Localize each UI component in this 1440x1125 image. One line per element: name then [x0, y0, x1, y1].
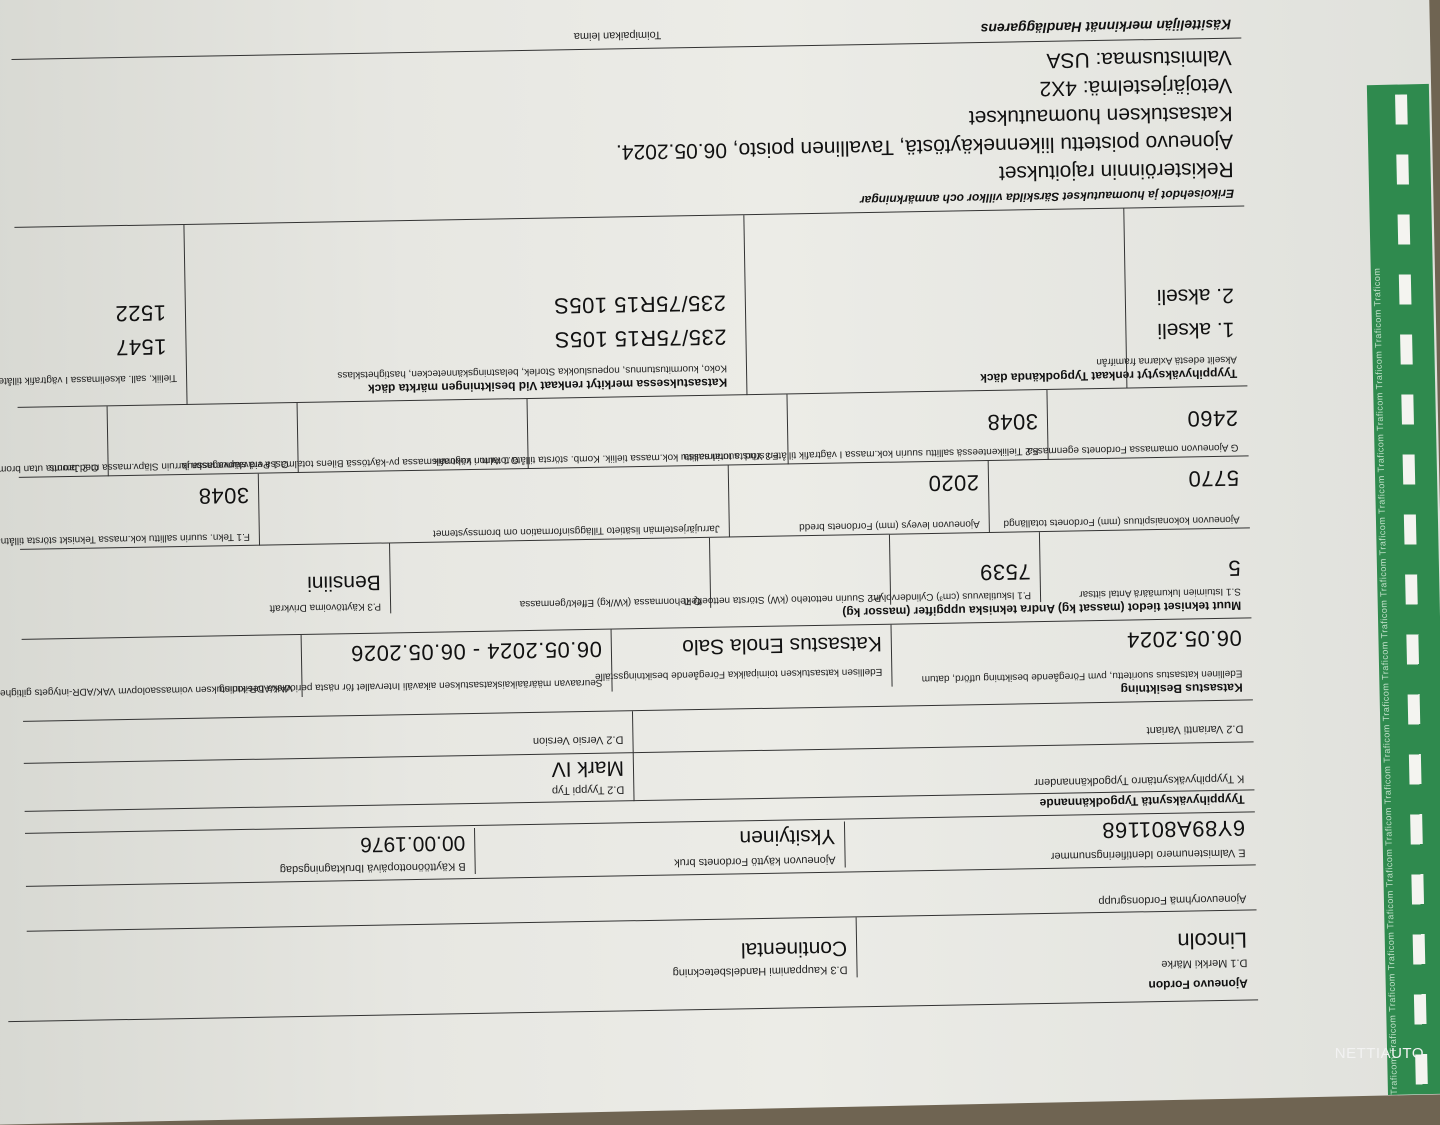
divider: [526, 398, 529, 469]
section-tyres: Tyyppihyväksytyt renkaat Typgodkända däc…: [980, 366, 1238, 386]
divider: [855, 917, 858, 978]
make-label: D.1 Merkki Märke: [1161, 956, 1248, 971]
divider: [183, 224, 188, 405]
length-label: Ajoneuvon kokonaispituus (mm) Fordonets …: [1003, 513, 1240, 529]
watermark-netti: NETTI: [1334, 1045, 1381, 1062]
section-inspection: Katsastus Besiktning: [1120, 680, 1243, 697]
type-value: Mark IV: [551, 756, 625, 781]
tyre2-value: 235/75R15 105S: [553, 290, 727, 319]
use-label: Ajoneuvon käyttö Fordonets bruk: [674, 853, 836, 869]
divider: [26, 909, 1257, 932]
divider: [890, 624, 893, 687]
place-value: Katsastus Enola Salo: [682, 631, 883, 659]
firstreg-value: 00.00.1976: [359, 831, 466, 856]
type-label: D.2 Tyyppi Typ: [551, 783, 625, 797]
place-label: Edellisen katsastuksen toimipaikka Föreg…: [594, 665, 883, 682]
nettiauto-watermark: NETTIAUTO: [1335, 1045, 1424, 1062]
divider: [23, 699, 1253, 722]
divider: [888, 534, 892, 605]
cyl-label: P.1 Iskutilavuus (cm³) Cylindervolym: [870, 589, 1032, 604]
load-label: Tieliik. sall. akselimassa I vägtrafik t…: [0, 372, 178, 387]
divider: [1046, 389, 1049, 460]
make-value: Lincoln: [1177, 927, 1248, 954]
divider: [257, 473, 261, 546]
section-vehicle: Ajoneuvo Fordon: [1148, 976, 1248, 993]
width-label: Ajoneuvon leveys (mm) Fordonets bredd: [799, 518, 980, 533]
divider: [631, 711, 635, 802]
watermark-auto: AUTO: [1380, 1045, 1424, 1062]
own-value: 2460: [1186, 405, 1239, 432]
divider: [296, 403, 299, 474]
seats-value: 5: [1227, 555, 1241, 581]
divider: [389, 543, 392, 614]
divider: [987, 460, 990, 533]
divider: [300, 634, 303, 697]
divider: [106, 406, 109, 477]
divider: [743, 215, 748, 396]
trade-label: D.3 Kauppanimi Handelsbeteckning: [672, 963, 848, 979]
unbraked-label: O.2 Jarruttа utan broms: [0, 461, 99, 475]
variant-label: D.2 Variantti Variant: [1146, 722, 1244, 737]
divider: [473, 827, 476, 874]
stamp-label: Toimipaikan leima: [573, 28, 662, 43]
divider: [14, 205, 1245, 228]
notes-line3: Katsastuksen huomautukset: [968, 101, 1233, 130]
group-label: Ajoneuvoryhmä Fordonsgrupp: [1098, 892, 1247, 908]
notes-line4: Vetojärjestelmä: 4X2: [1039, 73, 1233, 101]
divider: [708, 537, 712, 608]
section-type: Tyyppihyväksyntä Typgodkännande: [1039, 792, 1245, 811]
divider: [843, 821, 846, 868]
next-inspection-value: 06.05.2024 - 06.05.2026: [350, 636, 603, 667]
divider: [1038, 532, 1042, 603]
approval-label: K Tyyppihyväksyntänro Typgodkännandenr: [1034, 772, 1245, 789]
trade-value: Continental: [740, 936, 848, 962]
firstreg-label: B Käyttöönottopäivä Ibruktagningsdag: [279, 860, 466, 876]
divider: [8, 999, 1259, 1023]
cyl-value: 7539: [979, 559, 1031, 586]
fuel-label: P.3 Käyttövoima Drivkraft: [269, 600, 382, 614]
section-notes: Erikoisehdot ja huomautukset Särskilda v…: [859, 186, 1235, 208]
axle1-label: 1. akseli: [1157, 317, 1235, 342]
axle2-label: 2. akseli: [1156, 283, 1235, 308]
vin-label: E Valmistenumero Identifieringsnummer: [1050, 846, 1246, 862]
pw-label: Q Tehonmassa (kW/kg) Effekt/genmassa: [519, 594, 702, 610]
brake-label: Jarrujärjestelmän lisätieto Tilläggsinfo…: [432, 522, 720, 539]
load2-value: 1522: [114, 300, 167, 327]
vak-label: VAK/ADR-todistuksen voimassaolopvm VAK/A…: [0, 682, 293, 699]
load1-value: 1547: [115, 334, 167, 361]
document-body: Ajoneuvo Fordon D.1 Merkki Märke Lincoln…: [0, 16, 1259, 1023]
divider: [23, 741, 1254, 764]
power-label: P.2 Suurin nettoteho (kW) Största nettoe…: [683, 591, 882, 607]
fuel-value: Bensiini: [306, 570, 381, 595]
techmax-value: 3048: [197, 482, 250, 509]
tyre1-value: 235/75R15 105S: [554, 324, 727, 353]
regmax-value: 3048: [986, 409, 1039, 435]
divider: [21, 617, 1252, 640]
divider: [727, 465, 730, 538]
handler-label: Käsittelijän merkinnät Handläggarens: [980, 16, 1232, 38]
last-inspection-value: 06.05.2024: [1126, 625, 1243, 653]
divider: [25, 864, 1256, 887]
divider: [25, 811, 1255, 834]
notes-line5: Valmistusmaa: USA: [1046, 45, 1232, 72]
version-label: D.2 Versio Version: [532, 733, 624, 747]
seats-label: S.1 Istuimien lukumäärä Antal sittsar: [1079, 585, 1242, 600]
notes-line1: Rekisteröinnin rajoitukset: [998, 157, 1234, 185]
divider: [786, 394, 789, 465]
width-value: 2020: [927, 470, 980, 497]
own-label: G Ajoneuvon omamassa Fordonets egenmassa: [1027, 441, 1239, 457]
axle-label: Akselit edestä Axlarna framifrån: [1096, 353, 1238, 368]
vin-value: 6Y89A801168: [1101, 815, 1246, 844]
divider: [610, 629, 613, 692]
registration-document: Ajoneuvo Fordon D.1 Merkki Märke Lincoln…: [0, 17, 1259, 1023]
use-value: Yksityinen: [739, 824, 836, 850]
length-value: 5770: [1187, 465, 1240, 492]
